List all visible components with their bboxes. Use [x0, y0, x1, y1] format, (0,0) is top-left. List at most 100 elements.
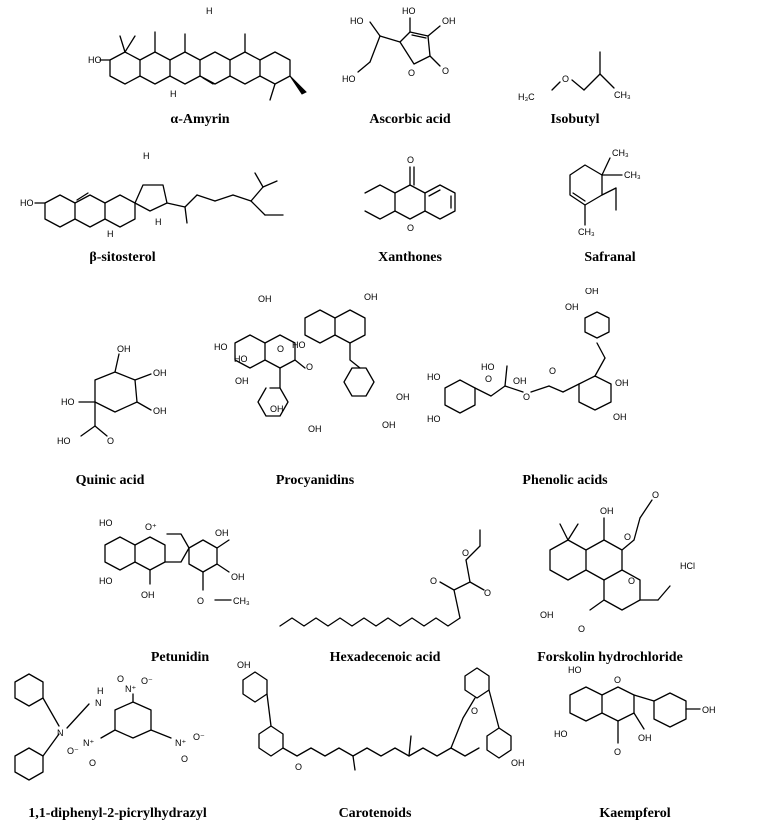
petunidin-atom-1: O⁺ [145, 522, 157, 532]
forskolin-atom-4: OH [540, 610, 554, 620]
sitosterol-atom-2: H [107, 229, 114, 239]
procyanidins-atom-6: OH [235, 376, 249, 386]
carotenoids-atom-1: O [471, 706, 478, 716]
carotenoids-atom-3: OH [511, 758, 525, 768]
procyanidins-atom-4: HO [292, 340, 306, 350]
procyanidins-structure: OH OH HO O HO O OH HO OH OH OH OH [214, 292, 410, 434]
beta-sitosterol-structure: HO H H H [20, 151, 284, 239]
compound-name: Petunidin [150, 650, 210, 665]
phenolic-atom-1: OH [565, 302, 579, 312]
phenolic-atom-4: HO [427, 414, 441, 424]
procyanidins-atom-3: O [277, 344, 284, 354]
safranal-atom-1: CH₃ [624, 170, 641, 180]
dpph-atom-7: O⁻ [67, 746, 79, 756]
carotenoids-atom-2: OH [237, 660, 251, 670]
forskolin-salt: HCl [680, 561, 695, 571]
isobutyl-structure: H₃C O CH₃ [518, 51, 631, 102]
compound-name: Isobutyl [550, 112, 600, 127]
phenolic-atom-2: HO [427, 372, 441, 382]
phenolic-atom-9: OH [613, 412, 627, 422]
compound-name: Forskolin hydrochloride [537, 650, 683, 665]
dpph-atom-9: N⁺ [175, 738, 186, 748]
kaempferol-atom-5: O [614, 747, 621, 757]
quinic-atom-1: OH [153, 368, 167, 378]
ascorbic-atom-1: OH [442, 16, 456, 26]
ascorbic-acid-structure: HO OH HO O O HO [342, 6, 456, 84]
sitosterol-atom-0: HO [20, 198, 34, 208]
ascorbic-atom-5: HO [342, 74, 356, 84]
compound-name: Xanthones [378, 250, 442, 265]
kaempferol-atom-4: OH [638, 733, 652, 743]
xanthones-structure: O O [364, 155, 456, 233]
ascorbic-atom-0: HO [350, 16, 364, 26]
compound-name: Quinic acid [75, 473, 145, 488]
forskolin-atom-1: O [624, 532, 631, 542]
kaempferol-atom-2: OH [702, 705, 716, 715]
forskolin-atom-3: O [628, 576, 635, 586]
compound-name: Carotenoids [338, 806, 412, 821]
kaempferol-atom-1: O [614, 675, 621, 685]
safranal-atom-0: CH₃ [612, 148, 629, 158]
dpph-atom-3: N⁺ [125, 684, 136, 694]
compound-name: Procyanidins [275, 473, 355, 488]
carotenoids-structure: O O OH OH [237, 660, 525, 772]
ascorbic-atom-2: HO [402, 6, 416, 16]
petunidin-atom-0: HO [99, 518, 113, 528]
quinic-atom-2: HO [61, 397, 75, 407]
hexadecenoic-atom-2: O [484, 588, 491, 598]
petunidin-structure: HO O⁺ OH HO OH OH O CH₃ [99, 518, 250, 606]
safranal-atom-2: CH₃ [578, 227, 595, 237]
procyanidins-atom-0: OH [258, 294, 272, 304]
compound-name: Hexadecenoic acid [329, 650, 441, 665]
petunidin-atom-4: OH [231, 572, 245, 582]
compound-name: Safranal [584, 250, 636, 265]
petunidin-atom-6: O [197, 596, 204, 606]
hexadecenoic-atom-1: O [430, 576, 437, 586]
carotenoids-atom-0: O [295, 762, 302, 772]
ascorbic-atom-4: O [442, 66, 449, 76]
hexadecenoic-acid-structure: O O O [279, 529, 491, 627]
petunidin-atom-2: OH [215, 528, 229, 538]
phenolic-acids-structure: OH OH HO OH HO O O O OH OH HO [427, 288, 629, 424]
alpha-amyrin-atom-1: H [206, 6, 213, 16]
dpph-atom-4: O⁻ [141, 676, 153, 686]
compound-name: 1,1-diphenyl-2-picrylhydrazyl [28, 806, 207, 821]
compound-name: Phenolic acids [522, 473, 608, 488]
forskolin-atom-2: O [652, 490, 659, 500]
kaempferol-atom-0: HO [568, 665, 582, 675]
dpph-atom-0: H [97, 686, 104, 696]
hexadecenoic-atom-0: O [462, 548, 469, 558]
phenolic-atom-10: HO [481, 362, 495, 372]
xanthones-atom-0: O [407, 155, 414, 165]
quinic-atom-3: OH [153, 406, 167, 416]
petunidin-atom-5: OH [141, 590, 155, 600]
procyanidins-atom-7: HO [234, 354, 248, 364]
forskolin-structure: OH O O O OH O [540, 490, 671, 634]
dpph-atom-8: O [89, 758, 96, 768]
dpph-atom-6: N⁺ [83, 738, 94, 748]
petunidin-atom-7: CH₃ [233, 596, 250, 606]
quinic-acid-structure: OH OH HO OH HO O [57, 344, 167, 446]
phenolic-atom-8: OH [615, 378, 629, 388]
alpha-amyrin-structure: HO H H [88, 6, 307, 101]
dpph-atom-5: O [117, 674, 124, 684]
procyanidins-atom-8: OH [270, 404, 284, 414]
kaempferol-structure: HO O OH HO OH O [554, 665, 716, 757]
compound-name: Kaempferol [599, 806, 671, 821]
phenolic-atom-6: O [523, 392, 530, 402]
safranal-structure: CH₃ CH₃ CH₃ [569, 148, 641, 237]
dpph-atom-11: O [181, 754, 188, 764]
quinic-atom-0: OH [117, 344, 131, 354]
sitosterol-atom-3: H [155, 217, 162, 227]
compound-name: α-Amyrin [170, 112, 230, 127]
compound-name: β-sitosterol [89, 250, 156, 265]
forskolin-atom-0: OH [600, 506, 614, 516]
dpph-atom-10: O⁻ [193, 732, 205, 742]
dpph-structure: H N N N⁺ O⁻ O N⁺ O⁻ O N⁺ O⁻ O [14, 673, 205, 781]
dpph-atom-2: N [57, 728, 64, 738]
phenolic-atom-3: OH [513, 376, 527, 386]
dpph-atom-1: N [95, 698, 102, 708]
compound-name: Ascorbic acid [369, 112, 451, 127]
procyanidins-atom-9: OH [396, 392, 410, 402]
procyanidins-atom-11: OH [382, 420, 396, 430]
